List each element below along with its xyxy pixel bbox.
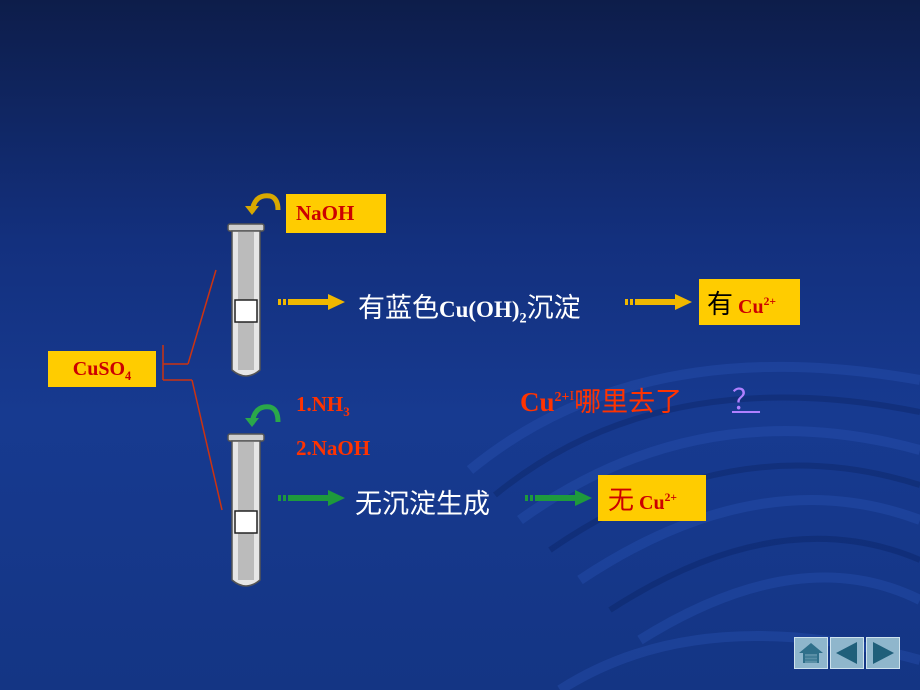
question-link[interactable]: ？ — [732, 383, 761, 416]
naoh-label: NaOH — [286, 194, 386, 233]
question-cursor: I — [569, 388, 575, 404]
no-cu-charge: 2+ — [664, 491, 677, 504]
triangle-left-icon — [836, 642, 857, 664]
step1-text: 1.NH3 — [296, 392, 350, 420]
top-result-prefix: 有蓝色 — [358, 293, 439, 324]
line-to-top-tube — [187, 269, 217, 365]
curved-arrow-icon — [245, 404, 281, 427]
step2-text: 2.NaOH — [296, 436, 371, 460]
bottom-result-text: 无沉淀生成 — [355, 489, 490, 520]
top-result-formula-sub: 2 — [519, 310, 527, 327]
no-cu-label: 无 Cu2+ — [598, 475, 706, 521]
test-tube-bottom — [227, 433, 265, 587]
question-text: Cu2+I哪里去了 — [520, 380, 682, 419]
no-cu-ion-symbol: Cu — [639, 492, 665, 515]
step1-sub: 3 — [343, 404, 350, 420]
question-ion: Cu — [520, 387, 555, 417]
curved-arrow-icon — [245, 193, 281, 215]
cuso4-label: CuSO4 — [48, 351, 156, 387]
top-result-text: 有蓝色Cu(OH)2沉淀 — [358, 286, 581, 328]
has-word: 有 — [707, 290, 734, 321]
yellow-arrow-top-1 — [278, 294, 345, 310]
top-result-formula: Cu(OH)2 — [439, 297, 527, 327]
cuso4-base: CuSO — [72, 358, 126, 380]
question-words: 哪里去了 — [574, 387, 683, 418]
question-charge: 2+ — [554, 390, 570, 406]
line-to-bottom-tube — [191, 379, 223, 511]
green-arrow-bottom-1 — [278, 490, 345, 506]
cuso4-sub: 4 — [125, 369, 132, 383]
no-cu-ion: Cu2+ — [634, 491, 677, 515]
has-cu-ion-symbol: Cu — [738, 296, 764, 319]
next-button[interactable] — [866, 637, 900, 669]
has-cu-charge: 2+ — [763, 295, 776, 308]
home-icon — [799, 643, 823, 663]
home-button[interactable] — [794, 637, 828, 669]
yellow-arrow-top-2 — [625, 294, 692, 310]
triangle-right-icon — [873, 642, 894, 664]
step1-prefix: 1.NH — [296, 392, 344, 416]
has-cu-label: 有 Cu2+ — [699, 279, 800, 325]
has-cu-ion: Cu2+ — [733, 295, 776, 319]
previous-button[interactable] — [830, 637, 864, 669]
test-tube-top — [227, 223, 265, 377]
top-result-formula-a: Cu(OH) — [439, 297, 520, 322]
green-arrow-bottom-2 — [525, 490, 592, 506]
no-word: 无 — [608, 486, 635, 517]
top-result-suffix: 沉淀 — [526, 293, 581, 324]
